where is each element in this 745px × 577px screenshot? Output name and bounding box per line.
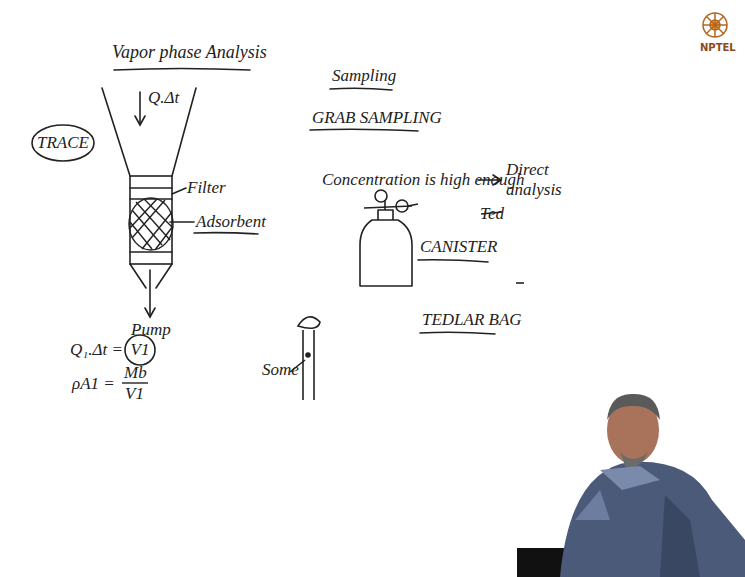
part-name: Pump bbox=[131, 320, 171, 340]
flow-label: Q.Δt bbox=[148, 88, 179, 108]
underlines-part bbox=[330, 88, 392, 90]
nptel-logo-part bbox=[703, 13, 727, 37]
lecturer-figure-part bbox=[560, 462, 745, 577]
lecturer-figure-part bbox=[600, 466, 660, 490]
circled-term: TRACE bbox=[31, 124, 95, 162]
section-heading: Sampling bbox=[332, 66, 396, 86]
node-text: TRACE bbox=[37, 133, 89, 153]
underlines-part bbox=[194, 233, 258, 234]
underlines-part bbox=[418, 260, 488, 262]
sampling-tube-part bbox=[149, 270, 151, 316]
lecturer-figure-part bbox=[660, 495, 700, 577]
canister-symbol-part bbox=[360, 220, 412, 286]
equation: Mb bbox=[124, 363, 147, 383]
adsorbent-bed-part bbox=[130, 199, 173, 250]
circle-outline-shape bbox=[32, 125, 94, 161]
part-name: Filter bbox=[187, 178, 226, 198]
equation: Q₁.Δt = bbox=[70, 340, 123, 360]
fraction-bar-part bbox=[122, 382, 148, 383]
adsorbent-bed-part bbox=[129, 198, 173, 250]
part-name: CANISTER bbox=[420, 237, 497, 257]
syringe-symbol-part bbox=[313, 330, 315, 400]
lecturer-figure-part bbox=[620, 452, 648, 468]
syringe-symbol-part bbox=[306, 353, 310, 357]
circle-outline-shape bbox=[125, 335, 155, 365]
section-heading: GRAB SAMPLING bbox=[312, 108, 442, 128]
canister-symbol-part bbox=[375, 190, 387, 202]
canister-symbol-part bbox=[516, 282, 524, 284]
sampling-tube-part bbox=[130, 251, 172, 253]
sampling-tube-part bbox=[156, 264, 172, 288]
sampling-tube-part bbox=[172, 188, 186, 194]
logo-text: NPTEL bbox=[700, 42, 736, 54]
underlines-part bbox=[420, 332, 495, 334]
part-name: TEDLAR BAG bbox=[422, 310, 522, 330]
sampling-tube-part bbox=[130, 264, 146, 288]
sampling-tube-part bbox=[139, 92, 141, 124]
equation: V1 bbox=[125, 384, 144, 404]
sampling-tube-part bbox=[135, 116, 145, 125]
sampling-tube-part bbox=[145, 308, 155, 317]
lecturer-figure bbox=[517, 394, 745, 577]
underlines-part bbox=[114, 69, 250, 71]
adsorbent-bed bbox=[129, 198, 173, 250]
board-title: Vapor phase Analysis bbox=[112, 42, 267, 63]
equation: ρA1 = bbox=[72, 374, 115, 394]
canister-symbol bbox=[360, 190, 524, 286]
lecturer-figure-part bbox=[575, 490, 610, 520]
underlines bbox=[114, 69, 495, 335]
canister-symbol-part bbox=[408, 204, 418, 206]
syringe-symbol-part bbox=[302, 330, 304, 400]
nptel-logo bbox=[703, 13, 727, 37]
sampling-tube-part bbox=[130, 187, 172, 189]
underlines-part bbox=[310, 129, 418, 131]
node-text: V1 bbox=[131, 340, 150, 360]
lecturer-figure-part bbox=[607, 394, 660, 420]
nptel-logo-part bbox=[703, 13, 727, 37]
part-name: Some bbox=[262, 360, 299, 380]
fraction-bar bbox=[122, 382, 148, 383]
part-name: Adsorbent bbox=[196, 212, 266, 232]
note: Concentration is high enough bbox=[322, 170, 525, 190]
syringe-symbol bbox=[290, 317, 320, 400]
canister-symbol-part bbox=[396, 200, 408, 212]
struck-word: Ted bbox=[480, 204, 504, 224]
sampling-tube-part bbox=[102, 88, 130, 176]
sampling-tube-part bbox=[130, 176, 172, 264]
canister-symbol-part bbox=[378, 210, 393, 220]
syringe-symbol-part bbox=[298, 317, 320, 328]
note: Direct analysis bbox=[506, 160, 580, 199]
sampling-tube bbox=[102, 88, 196, 317]
canister-symbol-part bbox=[364, 206, 412, 208]
